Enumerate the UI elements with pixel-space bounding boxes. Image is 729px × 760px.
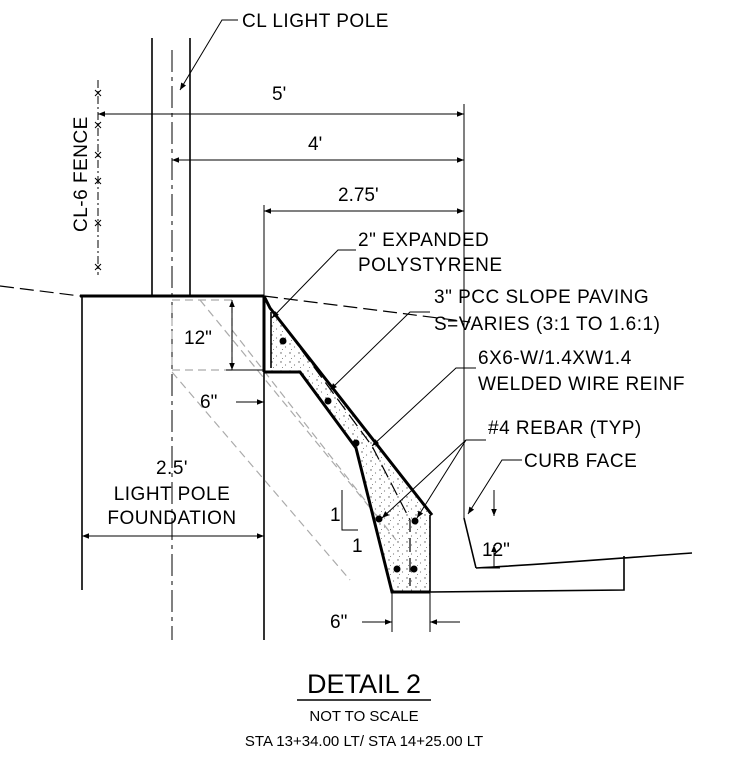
rebar-dots: [279, 337, 419, 573]
slope-paving-fill: [268, 304, 430, 592]
foundation-label-line1: 2.5': [156, 458, 188, 479]
scale-note: NOT TO SCALE: [309, 708, 418, 725]
eps-label-line1: 2" EXPANDED: [358, 230, 489, 251]
title-block: DETAIL 2 NOT TO SCALE STA 13+34.00 LT/ S…: [245, 669, 483, 750]
curb-and-pavement: [429, 104, 693, 593]
dim-12in-right: 12": [482, 540, 510, 561]
station-note: STA 13+34.00 LT/ STA 14+25.00 LT: [245, 733, 483, 750]
cl-light-pole-label: CL LIGHT POLE: [242, 11, 389, 32]
fence-label: CL-6 FENCE: [71, 116, 92, 232]
wwr-label-line1: 6X6-W/1.4XW1.4: [478, 348, 632, 369]
leader-lines: [179, 19, 522, 519]
slope-run: 1: [352, 536, 363, 557]
rebar-label: #4 REBAR (TYP): [488, 418, 642, 439]
wwr-label-line2: WELDED WIRE REINF: [478, 374, 685, 395]
pcc-label-line2: S=VARIES (3:1 TO 1.6:1): [434, 314, 660, 335]
dim-6in-left: 6": [200, 392, 217, 413]
ground-line: [0, 285, 471, 323]
dim-12in-top: 12": [184, 328, 212, 349]
pcc-label-line1: 3" PCC SLOPE PAVING: [434, 287, 649, 308]
dim-5ft: 5': [272, 84, 286, 105]
text-labels: CL LIGHT POLE CL-6 FENCE 5' 4' 2.75' 2" …: [71, 11, 685, 633]
dim-4ft: 4': [308, 134, 322, 155]
dim-6in-bottom: 6": [330, 612, 347, 633]
foundation-label-line3: FOUNDATION: [107, 508, 236, 529]
fence-x-marks: [94, 89, 102, 271]
foundation-label-line2: LIGHT POLE: [114, 484, 231, 505]
slope-paving-section: [262, 295, 434, 594]
detail-title: DETAIL 2: [307, 669, 421, 699]
dim-275ft: 2.75': [338, 185, 379, 206]
eps-label-line2: POLYSTYRENE: [358, 255, 503, 276]
light-pole-and-fence: [94, 38, 191, 640]
dimension-lines: [82, 111, 500, 632]
slope-rise: 1: [330, 505, 341, 526]
curb-face-label: CURB FACE: [524, 451, 637, 472]
light-pole-foundation: [81, 296, 397, 640]
